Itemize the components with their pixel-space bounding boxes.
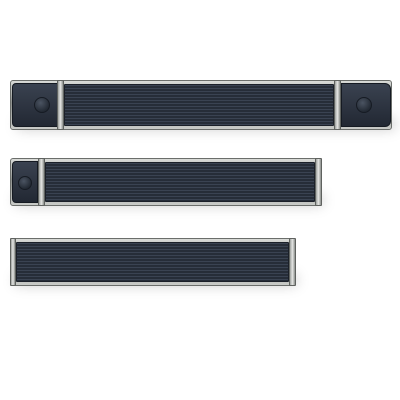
short-heater-panel — [16, 242, 289, 282]
long-heater-panel — [64, 84, 334, 126]
long-heater-left-cap — [12, 83, 58, 127]
medium-heater-clip-left — [38, 158, 45, 206]
medium-heater — [10, 158, 324, 206]
long-heater-right-knob — [356, 97, 372, 113]
long-heater-clip-right — [334, 80, 341, 130]
short-heater-clip-left — [10, 238, 16, 286]
long-heater-clip-left — [57, 80, 64, 130]
medium-heater-knob — [18, 176, 32, 190]
short-heater — [10, 238, 298, 286]
short-heater-clip-right — [289, 238, 296, 286]
medium-heater-clip-right — [315, 158, 322, 206]
medium-heater-panel — [45, 162, 315, 202]
long-heater — [0, 0, 400, 140]
long-heater-left-knob — [34, 97, 50, 113]
